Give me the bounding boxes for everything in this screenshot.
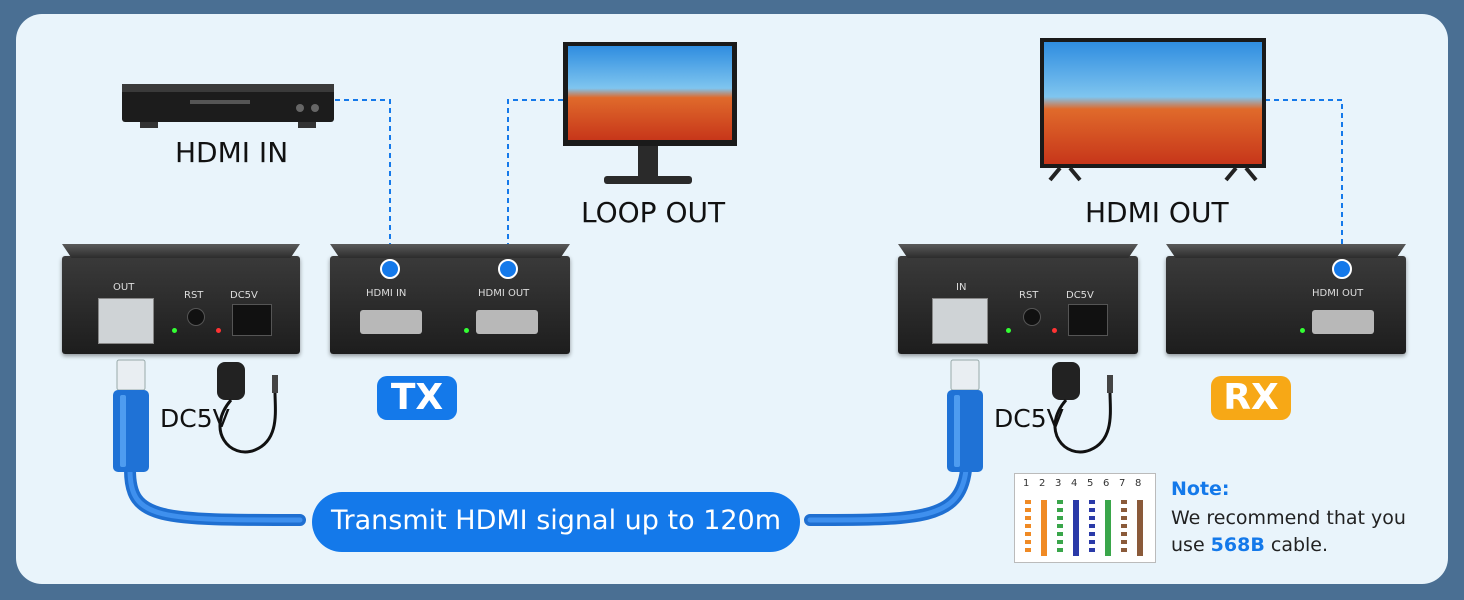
pin-number: 2 — [1039, 478, 1046, 489]
led-green — [1300, 328, 1305, 333]
pin-number: 1 — [1023, 478, 1030, 489]
led-green — [172, 328, 177, 333]
rj45-plug-right — [947, 359, 983, 472]
rx-hdmi-unit: HDMI OUT — [1166, 244, 1406, 354]
note-title: Note: — [1171, 478, 1230, 500]
loop-out-monitor-image — [563, 42, 737, 184]
wire-colors — [1025, 500, 1143, 556]
rx-port-in-label: IN — [956, 282, 967, 293]
dc-jack — [232, 304, 272, 336]
tx-extender-box: OUT RST DC5V — [62, 244, 300, 354]
rx-hdmi-out-label: HDMI OUT — [1312, 288, 1364, 299]
tx-port-out-label: OUT — [113, 282, 135, 293]
tx-badge: TX — [377, 376, 457, 420]
note-line2: use 568B cable. — [1171, 534, 1328, 556]
note-cable-standard: 568B — [1210, 534, 1265, 556]
hdmi-in-port — [360, 310, 422, 334]
connection-dot — [498, 259, 518, 279]
pin-number: 3 — [1055, 478, 1062, 489]
connection-dot — [1332, 259, 1352, 279]
dc5v-right-label: DC5V — [994, 404, 1064, 433]
tx-port-rst-label: RST — [184, 290, 204, 301]
led-green — [464, 328, 469, 333]
power-adapter-right — [1052, 362, 1113, 454]
led-red — [216, 328, 221, 333]
rj45-port — [932, 298, 988, 344]
rj45-plug-left — [113, 359, 149, 472]
rx-extender-box: IN RST DC5V — [898, 244, 1138, 354]
tx-hdmi-in-label: HDMI IN — [366, 288, 407, 299]
dc-jack — [1068, 304, 1108, 336]
power-adapter-left — [217, 362, 278, 454]
pin-number: 7 — [1119, 478, 1126, 489]
bluray-player-image — [122, 84, 334, 128]
transmit-distance-label: Transmit HDMI signal up to 120m — [312, 492, 800, 552]
note-line2-prefix: use — [1171, 534, 1211, 556]
rx-port-rst-label: RST — [1019, 290, 1039, 301]
tx-port-dc-label: DC5V — [230, 290, 258, 301]
led-red — [1052, 328, 1057, 333]
hdmi-out-label: HDMI OUT — [1085, 196, 1229, 229]
note-line2-suffix: cable. — [1264, 534, 1329, 556]
pin-number: 8 — [1135, 478, 1142, 489]
rx-badge: RX — [1211, 376, 1291, 420]
note-line1: We recommend that you — [1171, 507, 1406, 529]
connection-dot — [380, 259, 400, 279]
rj45-port — [98, 298, 154, 344]
tx-hdmi-out-label: HDMI OUT — [478, 288, 530, 299]
reset-button — [1023, 308, 1041, 326]
led-green — [1006, 328, 1011, 333]
hdmi-out-port — [1312, 310, 1374, 334]
pin-number: 6 — [1103, 478, 1110, 489]
hdmi-out-port — [476, 310, 538, 334]
tx-hdmi-unit: HDMI IN HDMI OUT — [330, 244, 570, 354]
pin-numbers: 1 2 3 4 5 6 7 8 — [1023, 478, 1145, 489]
pin-number: 4 — [1071, 478, 1078, 489]
hdmi-out-tv-image — [1040, 38, 1266, 182]
loop-out-label: LOOP OUT — [581, 196, 726, 229]
hdmi-in-label: HDMI IN — [175, 136, 289, 169]
wiring-568b-diagram: 1 2 3 4 5 6 7 8 — [1014, 473, 1156, 563]
dc5v-left-label: DC5V — [160, 404, 230, 433]
reset-button — [187, 308, 205, 326]
pin-number: 5 — [1087, 478, 1094, 489]
rx-port-dc-label: DC5V — [1066, 290, 1094, 301]
